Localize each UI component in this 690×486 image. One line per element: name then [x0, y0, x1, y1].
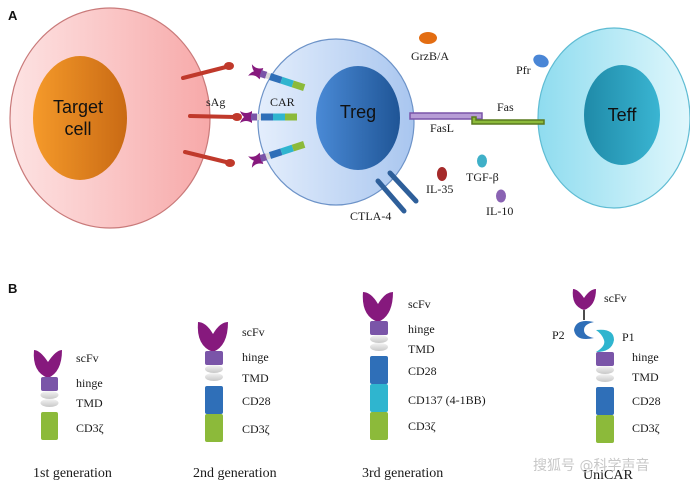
fasl-molecule	[409, 112, 483, 120]
label-tmd: TMD	[408, 342, 435, 356]
label-cd3z: CD3ζ	[408, 419, 436, 433]
label-tmd: TMD	[242, 371, 269, 385]
sag-molecule	[183, 150, 235, 167]
sag-molecule	[181, 62, 234, 80]
label-scfv: scFv	[76, 351, 99, 365]
generation-label: 2nd generation	[193, 466, 277, 481]
label-cd28: CD28	[632, 394, 661, 408]
label-tmd: TMD	[632, 370, 659, 384]
tgfb-molecule	[477, 154, 487, 168]
label-scfv: scFv	[242, 325, 265, 339]
label-cd137: CD137 (4-1BB)	[408, 393, 486, 407]
tmd-domain	[40, 391, 59, 399]
panel-a-label: A	[8, 8, 18, 23]
generation-label: UniCAR	[583, 468, 633, 483]
label-scfv: scFv	[604, 291, 627, 305]
car-receptor-bottom	[248, 141, 306, 168]
hinge-domain	[205, 351, 223, 365]
teff-label: Teff	[608, 105, 638, 125]
label-scfv: scFv	[408, 297, 431, 311]
label-cd3z: CD3ζ	[76, 421, 104, 435]
tmd-domain	[596, 366, 614, 374]
label-cd28: CD28	[408, 364, 437, 378]
generation-label: 1st generation	[33, 466, 112, 481]
pfr-molecule	[533, 54, 549, 68]
scfv-domain	[572, 289, 596, 310]
car-receptor-middle	[240, 111, 297, 123]
watermark: 搜狐号 @科学声音	[533, 457, 649, 474]
tgfb-label: TGF-β	[466, 170, 499, 184]
label-tmd: TMD	[76, 396, 103, 410]
scfv-domain	[362, 292, 393, 322]
label-cd3z: CD3ζ	[632, 421, 660, 435]
il35-label: IL-35	[426, 182, 453, 196]
label-cd28: CD28	[242, 394, 271, 408]
ctla4-molecule	[375, 170, 419, 214]
target-cell-label-line2: cell	[64, 119, 91, 139]
tmd-domain	[40, 399, 59, 407]
car-label: CAR	[270, 95, 295, 109]
il35-molecule	[437, 167, 447, 181]
cd28-domain	[205, 386, 223, 414]
treg-nucleus	[316, 66, 400, 170]
generation-label: 3rd generation	[362, 466, 443, 481]
sag-label: sAg	[206, 95, 225, 109]
il10-label: IL-10	[486, 204, 513, 218]
tmd-domain	[205, 365, 223, 373]
target-cell-label-line1: Target	[53, 97, 103, 117]
car-3rd-generation: scFv hinge TMD CD28 CD137 (4-1BB) CD3ζ 3…	[362, 292, 486, 481]
scfv-domain	[33, 350, 62, 378]
teff-cell: Teff	[537, 27, 690, 209]
hinge-domain	[41, 377, 58, 391]
treg-label: Treg	[340, 102, 376, 122]
car-2nd-generation: scFv hinge TMD CD28 CD3ζ 2nd generation	[193, 322, 277, 481]
panel-b-label: B	[8, 281, 17, 296]
label-hinge: hinge	[632, 350, 659, 364]
label-p2: P2	[552, 328, 565, 342]
label-hinge: hinge	[408, 322, 435, 336]
label-cd3z: CD3ζ	[242, 422, 270, 436]
sag-molecules	[181, 62, 242, 167]
grzb-granule	[419, 32, 437, 44]
scfv-domain	[197, 322, 228, 352]
unicar: scFv P2 P1 hinge TMD CD28 CD3ζ UniCAR	[552, 289, 661, 483]
p1-domain	[596, 329, 614, 352]
grzb-label: GrzB/A	[411, 49, 449, 63]
cd3z-domain	[41, 412, 58, 440]
fasl-label: FasL	[430, 121, 454, 135]
cd3z-domain	[370, 412, 388, 440]
label-hinge: hinge	[242, 350, 269, 364]
fas-label: Fas	[497, 100, 514, 114]
tmd-domain	[596, 374, 614, 382]
cd28-domain	[370, 356, 388, 384]
hinge-domain	[596, 352, 614, 366]
teff-nucleus	[584, 65, 660, 165]
il10-molecule	[496, 189, 506, 203]
cd3z-domain	[596, 415, 614, 443]
car-1st-generation: scFv hinge TMD CD3ζ 1st generation	[33, 350, 112, 481]
pfr-label: Pfr	[516, 63, 531, 77]
sag-molecule	[188, 113, 242, 121]
cd3z-domain	[205, 414, 223, 442]
cd137-domain	[370, 384, 388, 412]
ctla4-label: CTLA-4	[350, 209, 391, 223]
label-hinge: hinge	[76, 376, 103, 390]
car-receptor-top	[248, 64, 306, 91]
tmd-domain	[370, 343, 388, 351]
fas-molecule	[471, 116, 545, 125]
target-nucleus	[33, 56, 127, 180]
cd28-domain	[596, 387, 614, 415]
target-cell: Target cell	[9, 7, 211, 229]
treg-cell: Treg	[257, 38, 415, 206]
tmd-domain	[205, 373, 223, 381]
tmd-domain	[370, 335, 388, 343]
label-p1: P1	[622, 330, 635, 344]
hinge-domain	[370, 321, 388, 335]
p2-domain	[574, 321, 594, 339]
